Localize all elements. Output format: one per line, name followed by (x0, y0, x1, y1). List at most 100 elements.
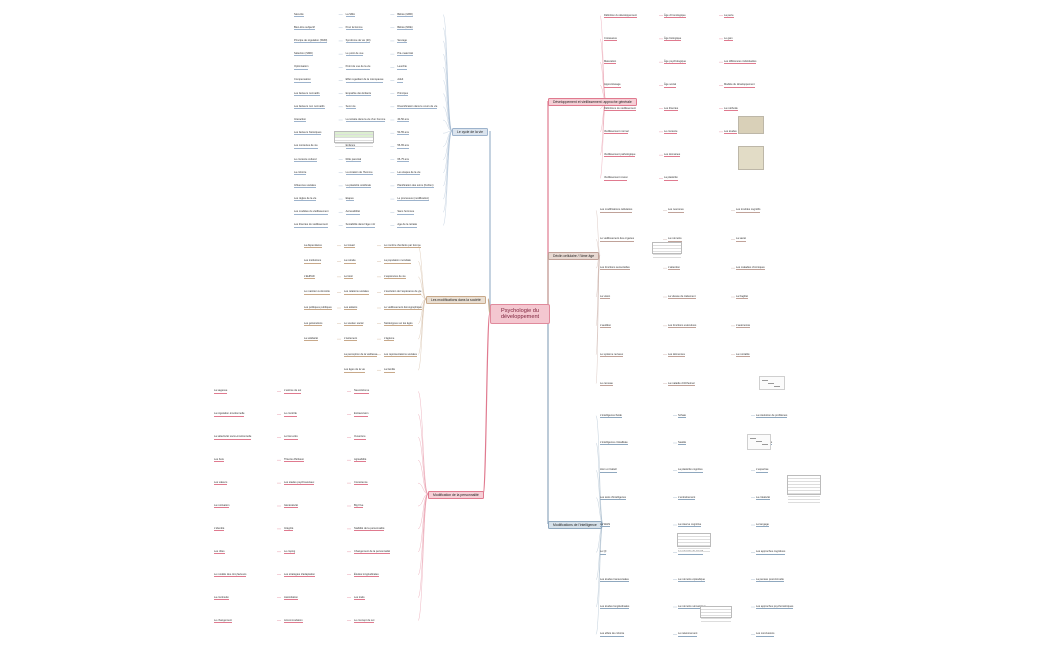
topic-node[interactable]: Le bien-être (284, 435, 298, 440)
topic-node[interactable]: Conscience (354, 481, 368, 485)
topic-node[interactable]: L'identité (214, 526, 225, 531)
topic-node[interactable]: La retraite (344, 259, 356, 264)
topic-node[interactable]: La cohorte (294, 170, 307, 175)
topic-node[interactable]: Le raisonnement (678, 632, 698, 637)
topic-node[interactable]: Bébés (GBR) (397, 12, 413, 17)
topic-node[interactable]: La population mondiale (384, 259, 411, 264)
topic-node[interactable]: Semi vie (345, 104, 356, 109)
topic-node[interactable]: Effet regardant de la ménopause (345, 78, 384, 83)
topic-node[interactable]: Les relations sociales (344, 290, 369, 295)
branch-cycle[interactable]: Le cycle de la vie (452, 128, 489, 136)
topic-node[interactable]: Diversification dans le cours de vie (397, 104, 438, 109)
topic-node[interactable]: Les études transversales (600, 577, 629, 582)
topic-node[interactable]: Age de la retraite (397, 223, 418, 228)
topic-node[interactable]: L'isolement (344, 337, 358, 341)
topic-node[interactable]: Le vieillissement des organes (600, 237, 635, 242)
topic-node[interactable]: La création de l'homme (345, 170, 373, 175)
topic-node[interactable]: Sécurité (294, 12, 304, 17)
topic-node[interactable]: Le QI (600, 550, 607, 555)
topic-node[interactable]: La plasticité cérébrale (345, 183, 371, 188)
topic-node[interactable]: Sevrage (397, 38, 407, 43)
topic-node[interactable]: Les stratégies d'adaptation (284, 572, 315, 577)
topic-node[interactable]: L'âgisme (384, 337, 395, 341)
topic-node[interactable]: Définition du développement (604, 13, 637, 18)
topic-node[interactable]: Le coping (284, 549, 296, 554)
topic-node[interactable]: Agréabilité (354, 458, 367, 462)
topic-node[interactable]: Sélection (SMD) (294, 52, 313, 56)
topic-node[interactable]: Le processus (modification) (397, 197, 430, 201)
topic-node[interactable]: Théorie d'Erikson (284, 458, 305, 462)
topic-node[interactable]: Planification des soins (Kuhlen) (397, 183, 434, 188)
topic-node[interactable]: Pré-maternité (397, 52, 414, 56)
topic-node[interactable]: Le langage (756, 523, 769, 527)
topic-node[interactable]: Définitions du vieillissement (604, 106, 636, 111)
topic-node[interactable]: La famille (384, 368, 396, 373)
topic-node[interactable]: La résolution de problèmes (756, 413, 788, 418)
topic-node[interactable]: L'audition (600, 323, 612, 328)
topic-node[interactable]: Accessibilité (345, 210, 360, 215)
topic-node[interactable]: Modèle du développement (724, 83, 755, 88)
topic-node[interactable]: La santé (736, 237, 746, 242)
topic-node[interactable]: Les facteurs normatifs (294, 91, 320, 96)
topic-node[interactable]: Assimilation (284, 595, 298, 600)
topic-node[interactable]: Les stades psychosociaux (284, 481, 315, 485)
topic-node[interactable]: Empathie des Enfants (345, 91, 372, 96)
topic-node[interactable]: Sociabilité dans l'âge mûr (345, 223, 376, 228)
topic-node[interactable]: Sans hormone (397, 210, 415, 215)
topic-node[interactable]: Les étapes de la vie (397, 170, 421, 175)
topic-node[interactable]: La fragilité (736, 295, 748, 299)
topic-node[interactable]: Les maladies chroniques (736, 266, 765, 270)
topic-node[interactable]: Les représentations sociales (384, 352, 417, 357)
topic-node[interactable]: Les politiques publiques (304, 306, 332, 310)
topic-node[interactable]: Bébés (NDE) (397, 25, 413, 30)
topic-node[interactable]: Ouverture (354, 435, 366, 440)
topic-node[interactable]: Enfance (345, 144, 356, 149)
topic-node[interactable]: Syndrome de vie (20) (345, 38, 371, 43)
topic-node[interactable]: Principes (397, 91, 408, 96)
topic-node[interactable]: Les institutions (304, 259, 322, 264)
topic-node[interactable]: Le point de vue (345, 52, 364, 56)
topic-node[interactable]: 65-75 ans (397, 157, 409, 162)
topic-node[interactable]: Le concept de soi (354, 618, 375, 623)
branch-vieill[interactable]: Déclin cellulaire / l'âme âge (548, 252, 600, 260)
topic-node[interactable]: La créativité (756, 495, 770, 500)
topic-node[interactable]: La régulation émotionnelle (214, 412, 245, 417)
topic-node[interactable]: 55-65 ans (397, 144, 409, 149)
topic-node[interactable]: Pour la femme (345, 25, 363, 30)
topic-node[interactable]: L'intelligence fluide (600, 413, 622, 418)
central-topic[interactable]: Psychologie du développement (490, 304, 550, 324)
topic-node[interactable]: Études longitudinales (354, 572, 379, 577)
topic-node[interactable]: 50-55 ans (397, 131, 409, 135)
topic-node[interactable]: Le gain (724, 36, 733, 41)
topic-node[interactable]: Le loisir (344, 274, 353, 279)
topic-node[interactable]: La solidarité (304, 337, 318, 341)
topic-node[interactable]: 40-50 ans (397, 118, 409, 122)
topic-node[interactable]: Neuroticisme (354, 389, 370, 394)
topic-node[interactable]: Les modifications cellulaires (600, 208, 633, 213)
topic-node[interactable]: Le modèle des cinq facteurs (214, 572, 247, 577)
topic-node[interactable]: Vieillissement pathologique (604, 153, 636, 157)
topic-node[interactable]: La sagesse (214, 389, 228, 394)
topic-node[interactable]: Âge psychologique (664, 60, 686, 64)
topic-node[interactable]: La mémoire (668, 237, 682, 242)
topic-node[interactable]: Interaction (294, 118, 307, 122)
topic-node[interactable]: Influences sociales (294, 183, 316, 188)
topic-node[interactable]: Les théories (664, 106, 679, 111)
topic-node[interactable]: Les traits (354, 595, 365, 600)
topic-node[interactable]: Schaie (678, 413, 686, 418)
branch-pers[interactable]: Modification de la personnalité (428, 491, 484, 499)
topic-node[interactable]: Le contexte culturel (294, 157, 317, 162)
topic-node[interactable]: Le maintien à domicile (304, 290, 330, 295)
topic-node[interactable]: La WAIS (600, 523, 611, 527)
topic-node[interactable]: Les tests d'intelligence (600, 495, 627, 500)
topic-node[interactable]: Maturation (604, 60, 617, 64)
topic-node[interactable]: Bien-être subjectif (294, 25, 315, 30)
topic-node[interactable]: Extraversion (354, 412, 369, 417)
topic-node[interactable]: Intégrité (284, 526, 294, 531)
topic-node[interactable]: Compensation (294, 78, 311, 83)
topic-node[interactable]: La mémoire sémantique (678, 605, 706, 609)
topic-node[interactable]: Les effets de cohorte (600, 632, 625, 637)
topic-node[interactable]: La SMA (345, 12, 355, 17)
topic-node[interactable]: La pensée post-formelle (756, 577, 784, 582)
topic-node[interactable]: Les différences individuelles (724, 60, 757, 64)
